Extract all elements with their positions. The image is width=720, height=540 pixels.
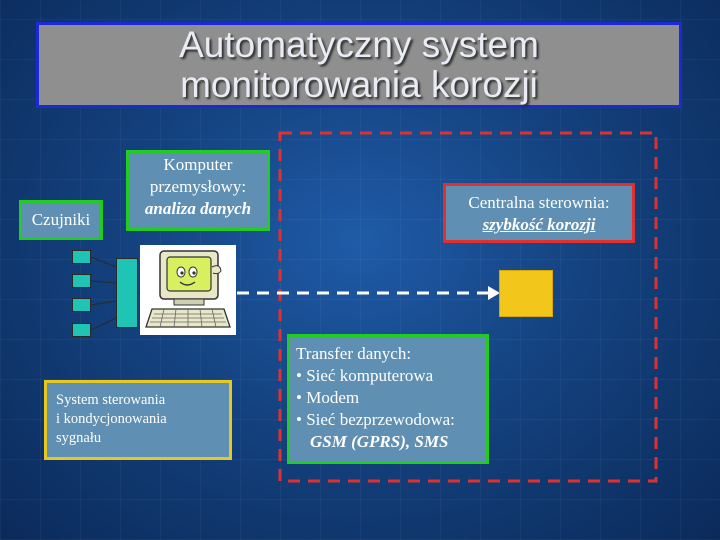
computer-icon: [140, 245, 236, 335]
sensor-square: [72, 323, 91, 337]
computer-box: Komputer przemysłowy: analiza danych: [126, 150, 270, 231]
computer-line-1: Komputer: [163, 155, 233, 174]
title-line-1: Automatyczny system: [179, 24, 539, 65]
data-transfer-box: Transfer danych: • Sieć komputerowa • Mo…: [287, 334, 489, 464]
dashed-frame: [278, 131, 658, 483]
sensor-square: [72, 274, 91, 288]
title-line-2: monitorowania korozji: [180, 64, 538, 105]
signal-hub: [116, 258, 138, 328]
central-control-box: Centralna sterownia: szybkość korozji: [443, 183, 635, 243]
page-title: Automatyczny system monitorowania korozj…: [179, 25, 539, 105]
sensor-square: [72, 250, 91, 264]
transfer-item: • Sieć komputerowa: [296, 366, 434, 385]
signal-line-2: i kondycjonowania: [56, 411, 167, 427]
central-station-block: [499, 270, 553, 317]
sensor-wires: [90, 256, 142, 331]
signal-line-3: sygnału: [56, 430, 102, 446]
transfer-item: • Sieć bezprzewodowa:: [296, 410, 455, 429]
central-line-1: Centralna sterownia:: [468, 193, 610, 212]
title-box: Automatyczny system monitorowania korozj…: [36, 22, 682, 108]
signal-control-box: System sterowania i kondycjonowania sygn…: [44, 380, 232, 460]
dashed-arrow-icon: [237, 286, 500, 300]
computer-line-2: przemysłowy:: [149, 177, 247, 196]
transfer-heading: Transfer danych:: [296, 344, 412, 363]
sensors-box: Czujniki: [19, 200, 103, 240]
sensors-label: Czujniki: [31, 210, 91, 229]
transfer-sub-item: GSM (GPRS), SMS: [310, 432, 449, 451]
central-line-2: szybkość korozji: [482, 215, 596, 234]
signal-line-1: System sterowania: [56, 392, 166, 408]
computer-line-3: analiza danych: [144, 199, 252, 218]
transfer-item: • Modem: [296, 388, 360, 407]
sensor-square: [72, 298, 91, 312]
